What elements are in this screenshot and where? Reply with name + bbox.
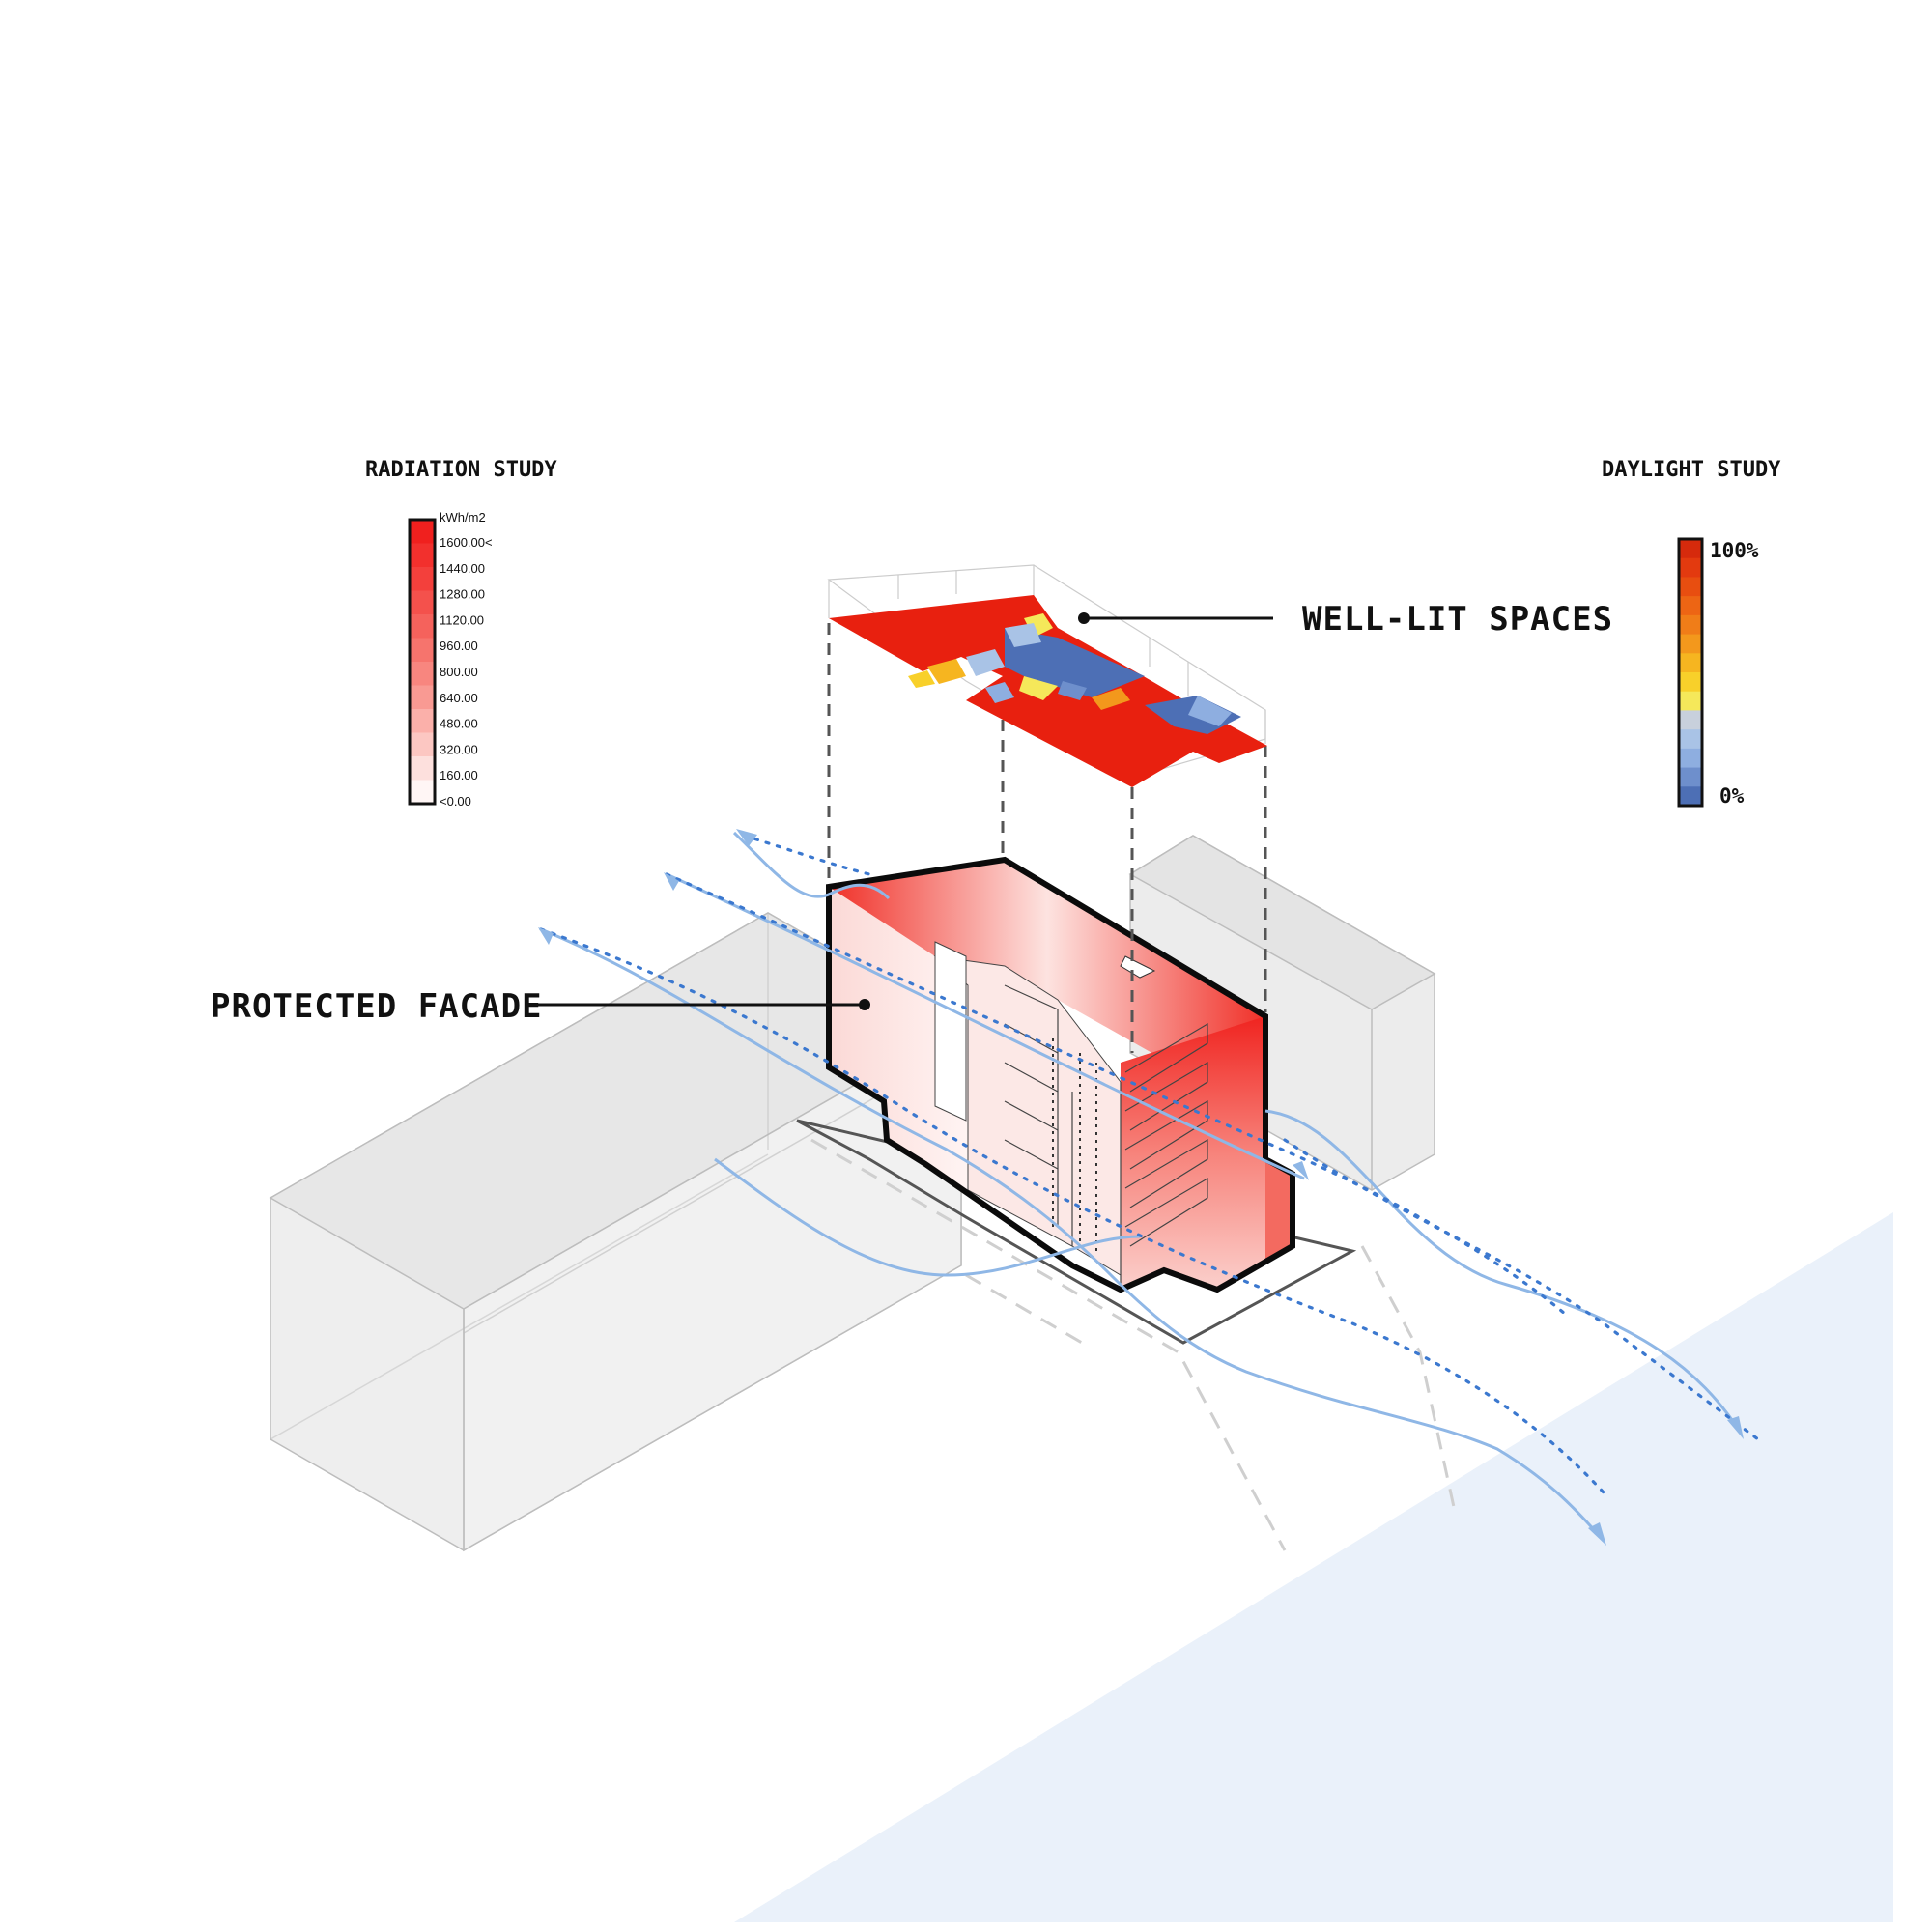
radiation-swatch [410,590,435,615]
radiation-swatch [410,709,435,733]
daylight-swatch [1679,614,1702,636]
ground-guide-lines [810,1138,1456,1551]
radiation-swatch [410,543,435,568]
radiation-scale-label: 1600.00< [440,535,493,550]
daylight-legend-title: DAYLIGHT STUDY [1602,458,1781,482]
protected-label: PROTECTED FACADE [211,987,543,1026]
radiation-scale-label: 640.00 [440,691,478,705]
radiation-legend: RADIATION STUDY kWh/m2 1600.00< 1440.00 12… [365,458,557,809]
radiation-scale-bar [410,520,435,805]
well-lit-label: WELL-LIT SPACES [1302,600,1613,639]
daylight-swatch [1679,672,1702,693]
wind-streams [538,829,1760,1546]
daylight-max-label: 100% [1710,539,1759,562]
daylight-swatch [1679,557,1702,578]
radiation-swatch [410,567,435,591]
daylight-scale-bar [1679,539,1702,807]
radiation-swatch [410,614,435,639]
radiation-scale-labels: 1600.00< 1440.00 1280.00 1120.00 960.00 800.0… [440,535,493,809]
radiation-swatch [410,756,435,781]
daylight-swatch [1679,786,1702,807]
radiation-scale-label: 1280.00 [440,587,485,602]
daylight-swatch [1679,634,1702,654]
radiation-scale-label: 800.00 [440,665,478,679]
daylight-swatch [1679,729,1702,750]
daylight-swatch [1679,710,1702,730]
context-building-right [1128,835,1436,1191]
daylight-swatch [1679,539,1702,559]
projection-lines [827,623,1267,1053]
radiation-swatch [410,780,435,805]
daylight-swatch [1679,748,1702,769]
daylight-swatch [1679,577,1702,597]
daylight-floorplate [827,564,1267,787]
radiation-scale-label: 320.00 [440,742,478,756]
daylight-swatch [1679,691,1702,711]
daylight-swatch [1679,596,1702,616]
daylight-swatch [1679,767,1702,787]
annotation-well-lit: WELL-LIT SPACES [1078,600,1613,639]
radiation-legend-unit: kWh/m2 [440,510,486,525]
radiation-swatch [410,685,435,710]
radiation-scale-label: 1120.00 [440,612,484,627]
radiation-scale-label: 1440.00 [440,561,485,576]
radiation-swatch [410,662,435,686]
radiation-legend-title: RADIATION STUDY [365,458,557,482]
radiation-swatch [410,732,435,757]
radiation-scale-label: <0.00 [440,794,471,809]
annotation-protected: PROTECTED FACADE [211,987,870,1026]
daylight-legend: DAYLIGHT STUDY 100% 0% [1602,458,1781,808]
main-building [826,856,1295,1293]
radiation-scale-label: 160.00 [440,768,478,782]
daylight-swatch [1679,653,1702,673]
radiation-scale-label: 960.00 [440,639,478,653]
water-plane [734,1212,1893,1922]
daylight-min-label: 0% [1719,784,1745,808]
radiation-scale-label: 480.00 [440,717,478,731]
radiation-swatch [410,638,435,663]
radiation-swatch [410,520,435,544]
